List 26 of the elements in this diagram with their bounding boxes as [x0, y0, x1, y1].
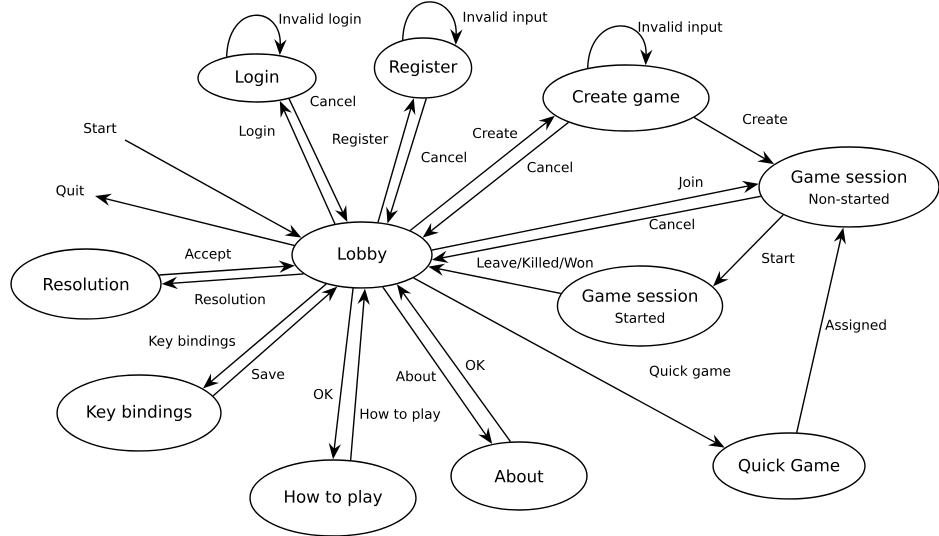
edge-label: OK	[466, 360, 486, 370]
edge-label: Cancel	[528, 162, 572, 172]
edge-label: About	[396, 370, 436, 382]
edge-label: Assigned	[825, 319, 886, 333]
loop-arrow	[586, 25, 653, 68]
edge-label: Login	[240, 125, 274, 139]
edge-label: Save	[252, 368, 284, 380]
edge-label: Cancel	[650, 218, 694, 230]
edge-label: How to play	[360, 408, 440, 422]
edge-label: Key bindings	[150, 335, 236, 349]
edge-label: Quit	[56, 184, 84, 198]
edge-label: Invalid input	[638, 21, 722, 35]
edge-label: Cancel	[422, 152, 466, 162]
loop-arrow	[226, 14, 287, 57]
edge-label: Join	[678, 176, 702, 190]
edge-label: Start	[762, 252, 794, 264]
edge-label: Accept	[184, 248, 232, 262]
edge-label: Invalid login	[280, 13, 360, 27]
edge-label: Create	[743, 114, 788, 124]
edge-label: Invalid input	[464, 11, 548, 25]
edge-label: Create	[473, 128, 518, 138]
edge-label: Start	[84, 122, 116, 134]
edge-label: OK	[314, 388, 334, 400]
edge-label: Resolution	[196, 294, 265, 304]
edge-label: Quick game	[650, 365, 730, 379]
edge-label: Register	[333, 133, 388, 147]
